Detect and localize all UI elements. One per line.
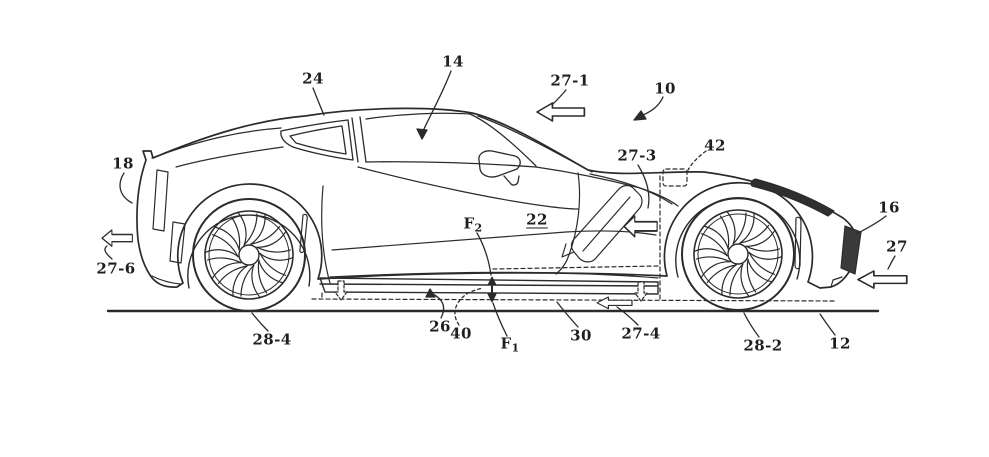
label-10: 10 xyxy=(654,79,676,98)
front-wheel xyxy=(681,197,795,311)
rocker-panel xyxy=(319,277,659,295)
label-12: 12 xyxy=(829,334,851,353)
label-27-1: 27-1 xyxy=(550,71,590,90)
airflow-arrow-27-3 xyxy=(623,215,659,238)
b-pillar xyxy=(351,116,367,163)
body-lines xyxy=(151,146,862,288)
door-front-cut xyxy=(555,172,581,275)
quarter-window xyxy=(280,119,354,161)
label-27-4: 27-4 xyxy=(621,324,661,343)
label-28-2: 28-2 xyxy=(743,336,783,355)
airflow-arrow-27-4 xyxy=(596,296,633,310)
label-22: 22 xyxy=(526,210,548,229)
rear-wheel xyxy=(192,198,306,312)
label-24: 24 xyxy=(302,69,324,88)
downforce-arrow-front xyxy=(634,281,648,302)
label-f1: F1 xyxy=(500,334,520,355)
airflow-arrow-27-1 xyxy=(536,102,586,122)
label-27: 27 xyxy=(886,237,908,256)
front-canard xyxy=(840,225,862,275)
reference-leaders xyxy=(104,70,896,338)
airflow-arrow-27-6 xyxy=(101,229,134,247)
a-pillar xyxy=(469,113,537,167)
door-rear-cut xyxy=(321,185,331,284)
label-16: 16 xyxy=(878,198,900,217)
airflow-arrow-27 xyxy=(857,270,908,289)
label-27-6: 27-6 xyxy=(96,259,136,278)
rear-vent xyxy=(169,221,186,264)
label-30: 30 xyxy=(570,326,592,345)
greenhouse xyxy=(151,112,593,186)
label-42: 42 xyxy=(704,136,726,155)
label-28-4: 28-4 xyxy=(252,330,292,349)
side-mirror xyxy=(478,150,521,178)
force-arrow-f1-f2 xyxy=(487,276,497,303)
label-26: 26 xyxy=(429,317,451,336)
wheel-arches xyxy=(187,197,801,289)
label-14: 14 xyxy=(442,52,464,71)
headlight xyxy=(750,178,835,217)
label-18: 18 xyxy=(112,154,134,173)
label-27-3: 27-3 xyxy=(617,146,657,165)
label-40: 40 xyxy=(450,324,472,343)
fender-gill xyxy=(794,216,802,270)
label-f2: F2 xyxy=(463,214,483,235)
fender-vent xyxy=(570,184,643,263)
taillight xyxy=(152,169,169,232)
